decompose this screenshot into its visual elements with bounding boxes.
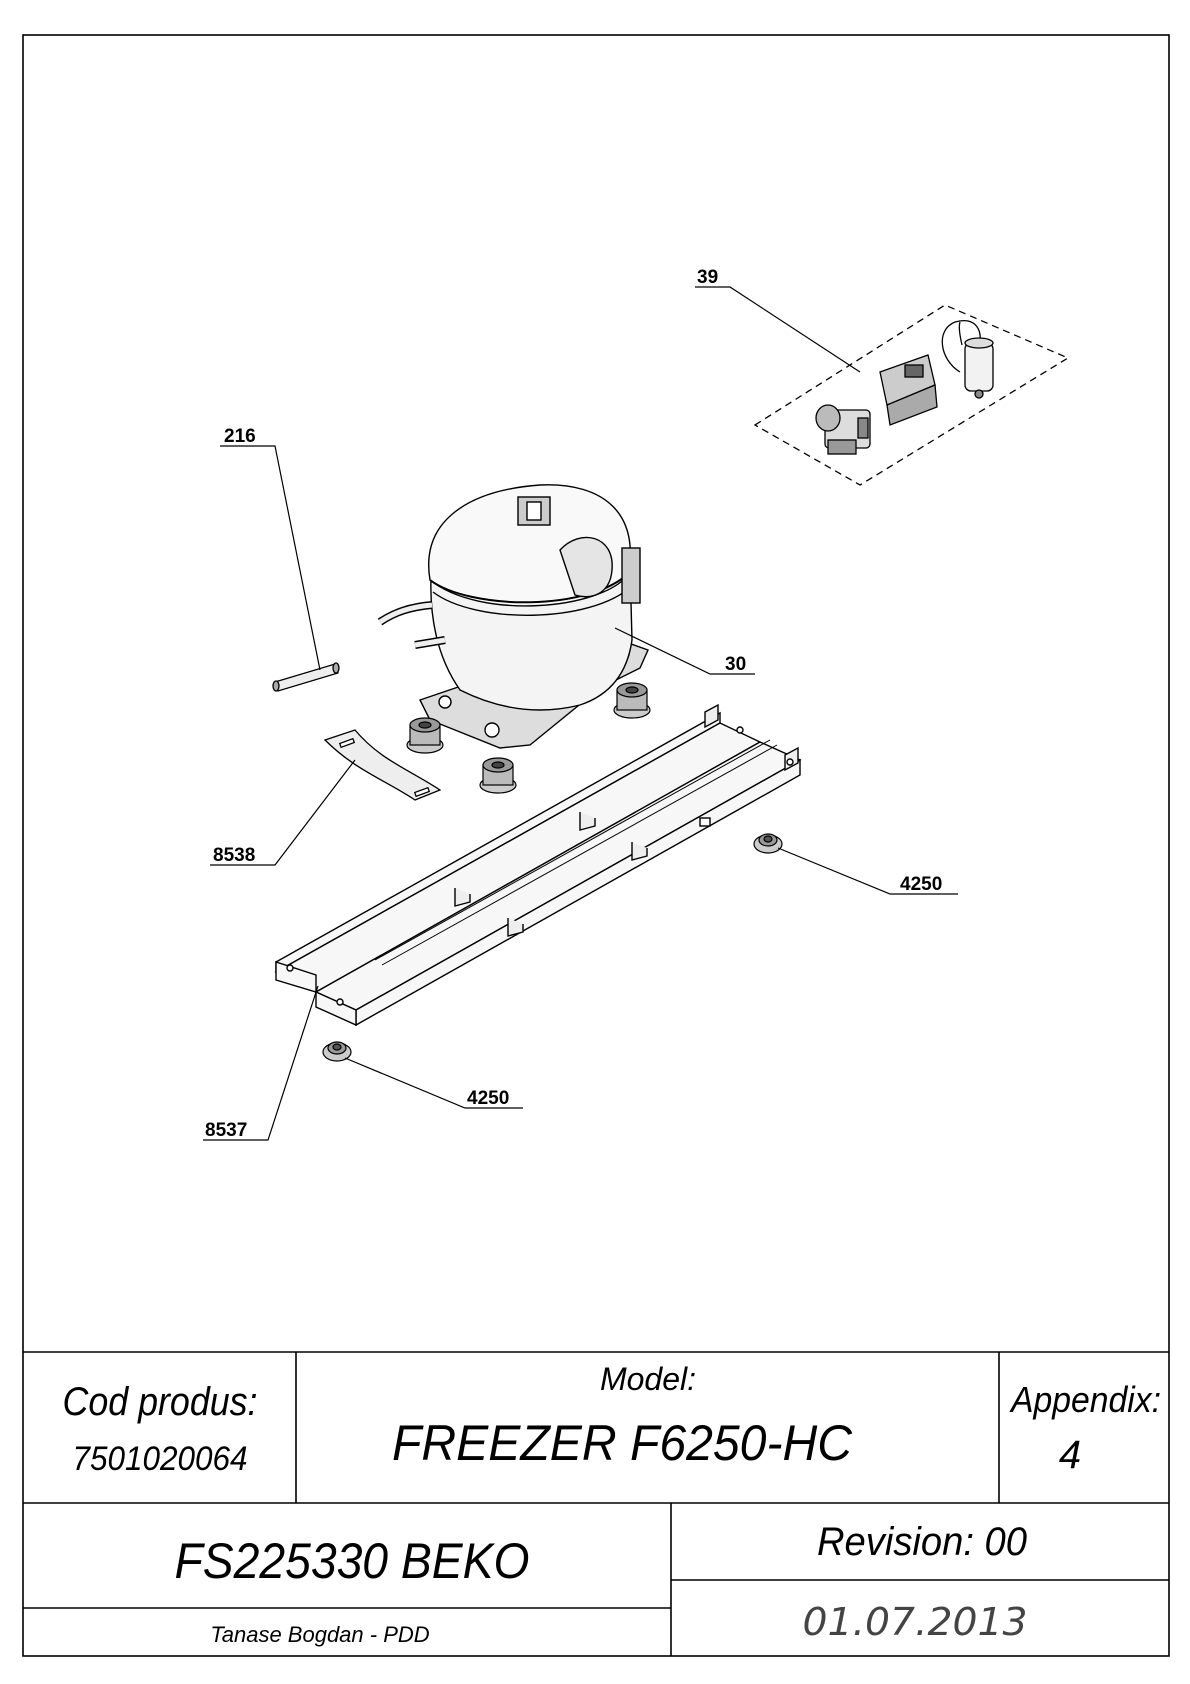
callout-8538: 8538: [213, 845, 255, 866]
callout-30: 30: [725, 654, 746, 675]
callout-39: 39: [697, 267, 718, 288]
part-8537-rails: [274, 703, 802, 1027]
author: Tanase Bogdan - PDD: [210, 1622, 429, 1647]
part-39-electrical-kit: [753, 304, 1070, 486]
callout-4250-upper: 4250: [900, 874, 942, 895]
part-216-tube: [272, 662, 340, 692]
drawing-code: FS225330 BEKO: [175, 1533, 530, 1589]
leader-lines: [203, 286, 958, 1141]
appendix-value: 4: [1059, 1433, 1081, 1477]
title-block: Cod produs: 7501020064 Model: FREEZER F6…: [23, 1351, 1169, 1656]
date: 01.07.2013: [803, 1600, 1028, 1644]
cod-produs-value: 7501020064: [73, 1440, 248, 1478]
callout-labels: 39 216 30 8538 4250 4250 8537: [205, 267, 942, 1141]
revision: Revision: 00: [817, 1520, 1027, 1564]
rubber-grommets: [406, 682, 651, 794]
part-4250-bush-lower: [322, 1041, 352, 1062]
part-30-compressor: [377, 484, 649, 749]
sheet-frame: [22, 34, 1170, 1657]
cod-produs-label: Cod produs:: [63, 1380, 258, 1424]
callout-8537: 8537: [205, 1120, 247, 1141]
appendix-label: Appendix:: [1009, 1379, 1161, 1420]
model-value: FREEZER F6250-HC: [392, 1415, 853, 1471]
callout-4250-lower: 4250: [467, 1088, 509, 1109]
part-4250-bush-upper: [753, 833, 783, 854]
model-label: Model:: [600, 1361, 696, 1397]
part-8538-clamp: [323, 729, 442, 801]
callout-216: 216: [224, 426, 256, 447]
